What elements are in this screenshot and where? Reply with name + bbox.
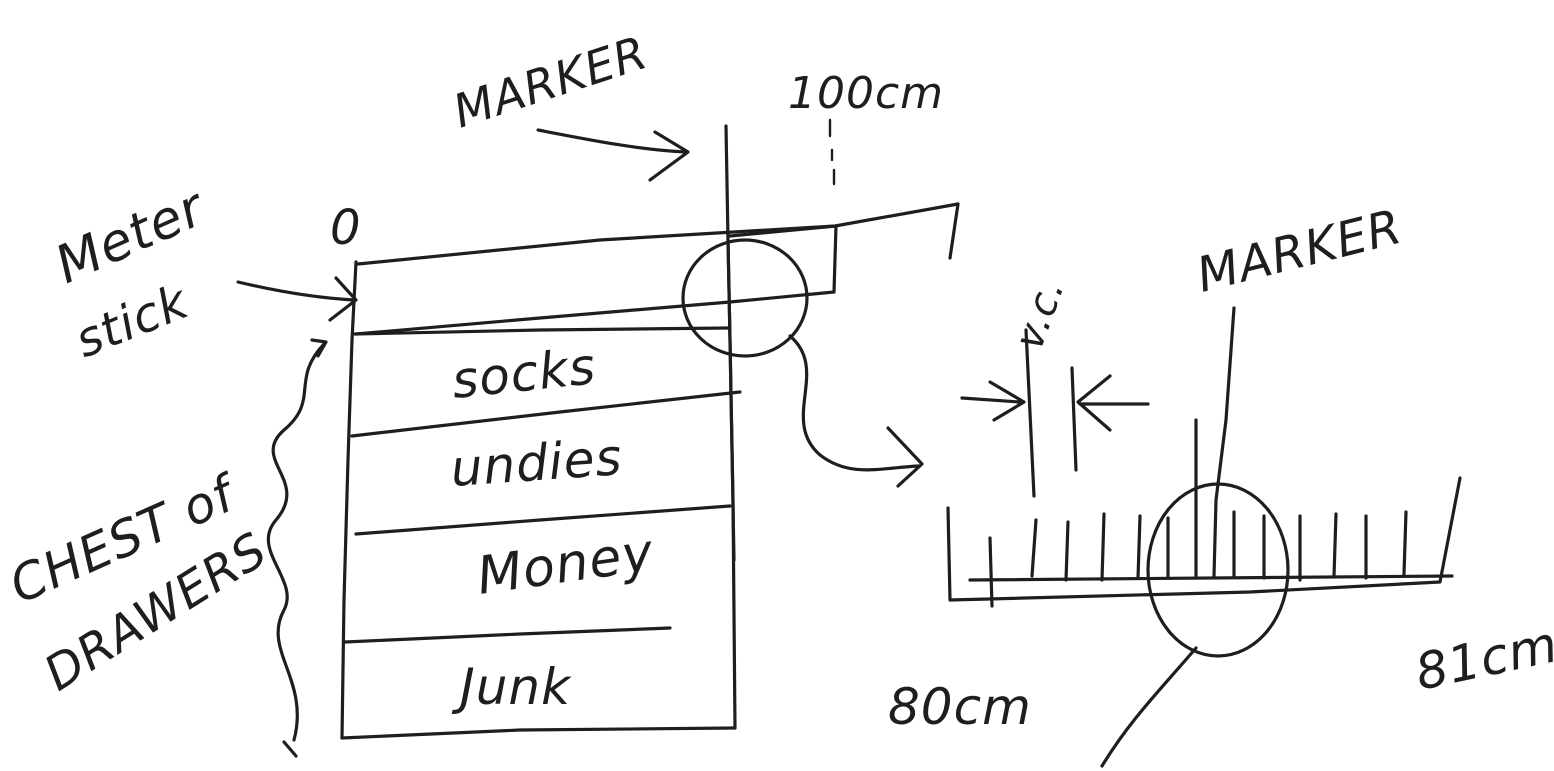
meter-stick-arrow-head	[328, 276, 358, 322]
ruler-tick	[1402, 510, 1408, 576]
meter-label: Meter	[47, 177, 216, 296]
ruler-tick	[1100, 512, 1106, 582]
chest-brace-arrowhead	[310, 338, 328, 358]
vc-arrow-left	[960, 380, 1026, 422]
chest-brace-arrowhead-bottom	[282, 740, 298, 758]
ruler-tick	[988, 536, 994, 608]
vc-label: v.c.	[1006, 272, 1074, 355]
drawer-label-junk: Junk	[451, 658, 572, 716]
eightyone-cm-label: 81cm	[1410, 615, 1554, 702]
drawer-divider	[353, 326, 730, 336]
marker-label-top: MARKER	[447, 25, 654, 138]
magnifier-circle-right	[1146, 482, 1290, 658]
drawer-divider	[354, 504, 732, 536]
hundred-cm-label: 100cm	[788, 68, 944, 119]
meter-stick-arrow	[236, 280, 356, 302]
zoom-connector-arrowhead	[886, 426, 924, 488]
drawer-divider	[350, 390, 742, 438]
marker-line-right	[1212, 306, 1236, 578]
vc-bar-right	[1070, 366, 1078, 472]
marker-arrow	[536, 128, 688, 154]
zero-label: 0	[330, 200, 362, 256]
drawer-label-undies: undies	[449, 428, 624, 498]
drawer-label-socks: socks	[449, 337, 598, 410]
eighty-cm-label: 80cm	[888, 678, 1032, 736]
marker-label-right: MARKER	[1191, 199, 1407, 304]
chest-brace	[266, 342, 326, 742]
magnifier-handle	[1100, 646, 1198, 768]
ruler-tick	[1030, 518, 1038, 578]
magnifier-circle-left	[681, 238, 809, 358]
ruler-tick	[1332, 512, 1338, 578]
hundred-cm-tick	[828, 118, 836, 186]
meter-stick	[354, 202, 960, 336]
ruler-detail	[946, 418, 1462, 608]
drawer-divider	[343, 626, 672, 644]
vc-arrow-right	[1076, 374, 1150, 432]
zoom-connector	[788, 334, 920, 472]
drawer-label-money: Money	[473, 523, 657, 607]
ruler-tick	[1136, 514, 1142, 580]
marker-line	[724, 124, 736, 562]
vc-bar-left	[1024, 328, 1036, 498]
ruler-tick	[1064, 520, 1070, 582]
marker-arrow-head	[648, 130, 690, 182]
